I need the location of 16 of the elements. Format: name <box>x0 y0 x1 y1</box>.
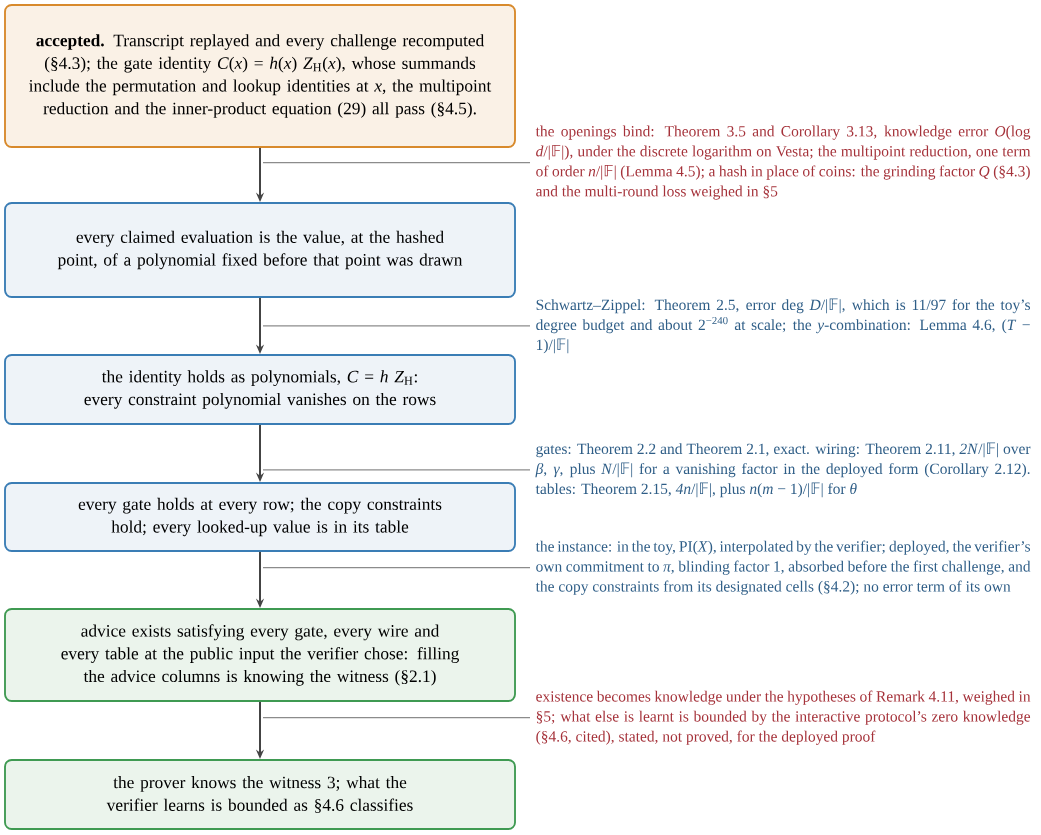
leader-line <box>262 717 531 719</box>
annotation-text: the instance: in the toy, PI(X), interpolated by the verifier; deployed, the verifier’s own commitment to π, blinding factor 1, absorbed before the first challenge, and the copy constraints from its designated cells (§4.2); no error term of its own <box>535 540 1031 595</box>
annotation-text: existence becomes knowledge under the hypotheses of Remark 4.11, weighed in §5; what else is learnt is bounded by the interactive protocol’s zero knowledge (§4.6, cited), stated, not proved, for the deployed proof <box>536 690 1031 745</box>
leader-line <box>262 469 531 471</box>
leader-line <box>262 325 531 327</box>
leader-line <box>262 162 531 164</box>
process-box: every gate holds at every row; the copy constraints hold; every looked-up value is in its table <box>4 482 516 552</box>
annotation-text: gates: Theorem 2.2 and Theorem 2.1, exact. wiring: Theorem 2.11, 2N/|𝔽| over β, γ, plus N/|𝔽| for a vanishing factor in the deployed form (Corollary 2.12). tables: Theorem 2.15, 4n/|𝔽|, plus n(m − 1)/|𝔽| for θ <box>535 442 1031 498</box>
process-box: the prover knows the witness 3; what the verifier learns is bounded as §4.6 classifies <box>4 759 516 830</box>
process-box: advice exists satisfying every gate, every wire and every table at the public input the verifier chose: filling the advice columns is knowing the witness (§2.1) <box>4 608 516 702</box>
annotation-text: the openings bind: Theorem 3.5 and Corollary 3.13, knowledge error O(log d/|𝔽|), under the discrete logarithm on Vesta; the multipoint reduction, one term of order n/|𝔽| (Lemma 4.5); a hash in place of coins: the grinding factor Q (§4.3) and the multi-round loss weighed in §5 <box>535 125 1031 200</box>
process-box: accepted. Transcript replayed and every challenge recomputed (§4.3); the gate identity C(x) = h(x) Z$_{H}$(x), whose summands include the permutation and lookup identities at x, the multipoint reduction and the inner-product equation (29) all pass (§4.5). <box>4 4 516 148</box>
process-box: every claimed evaluation is the value, at the hashed point, of a polynomial fixed before that point was drawn <box>4 202 516 298</box>
process-box: the identity holds as polynomials, C = h Z$_{H}$: every constraint polynomial vanishes on the rows <box>4 354 516 425</box>
leader-line <box>262 567 531 569</box>
annotation-text: Schwartz–Zippel: Theorem 2.5, error deg D/|𝔽|, which is 11/97 for the toy’s degree budget and about 2$^{−240}$ at scale; the y-combination: Lemma 4.6, (T − 1)/|𝔽| <box>536 298 1030 354</box>
